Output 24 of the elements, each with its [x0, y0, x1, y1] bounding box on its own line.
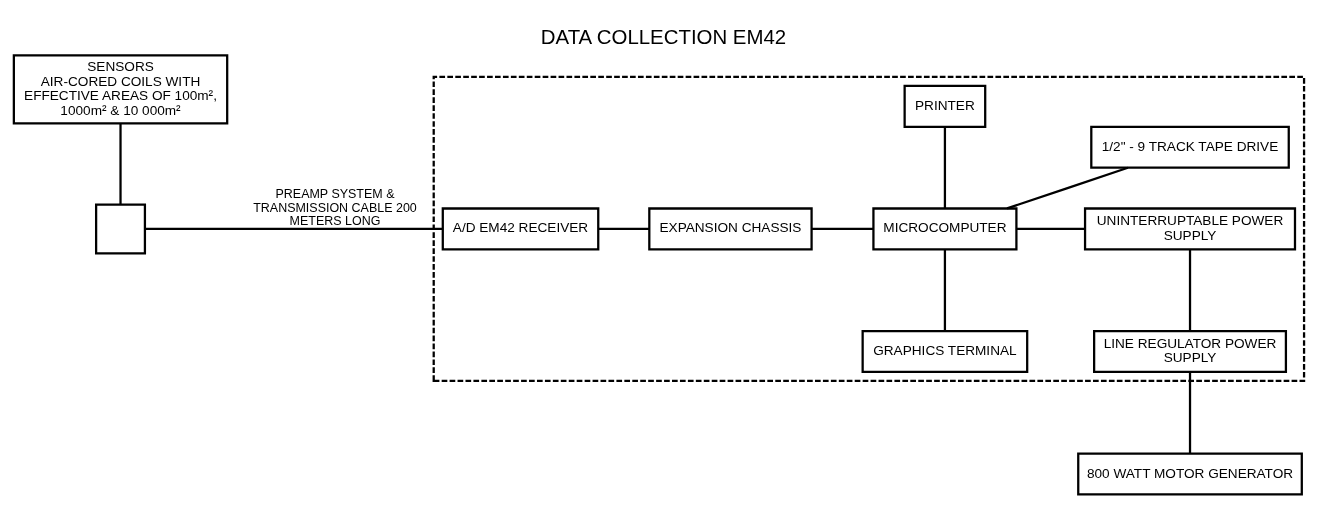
node-box: UNINTERRUPTABLE POWER SUPPLY — [1083, 207, 1297, 251]
node-box: 800 WATT MOTOR GENERATOR — [1077, 452, 1303, 496]
node-box: MICROCOMPUTER — [872, 207, 1018, 251]
connector — [1188, 249, 1192, 331]
node-box: GRAPHICS TERMINAL — [861, 329, 1029, 374]
cluster — [432, 75, 1306, 383]
connector — [598, 227, 650, 231]
connector — [943, 249, 947, 331]
connector — [1016, 227, 1085, 231]
node-box: PRINTER — [903, 84, 987, 128]
node-box: A/D EM42 RECEIVER — [441, 207, 600, 251]
node-box: 1/2" - 9 TRACK TAPE DRIVE — [1090, 125, 1290, 169]
node-box: EXPANSION CHASSIS — [648, 207, 813, 251]
node-box — [95, 203, 147, 255]
connector — [1006, 166, 1129, 210]
connector — [1188, 372, 1192, 454]
connector — [119, 123, 122, 205]
connector — [811, 227, 874, 231]
connector — [145, 227, 443, 231]
connector — [943, 127, 947, 209]
edge-label: PREAMP SYSTEM & TRANSMISSION CABLE 200 METERS LONG — [253, 187, 417, 229]
node-box: LINE REGULATOR POWER SUPPLY — [1093, 329, 1288, 374]
diagram-title: DATA COLLECTION EM42 — [540, 26, 787, 49]
node-box: SENSORS AIR-CORED COILS WITH EFFECTIVE AREAS OF 100m², 1000m² & 10 000m² — [12, 54, 229, 125]
